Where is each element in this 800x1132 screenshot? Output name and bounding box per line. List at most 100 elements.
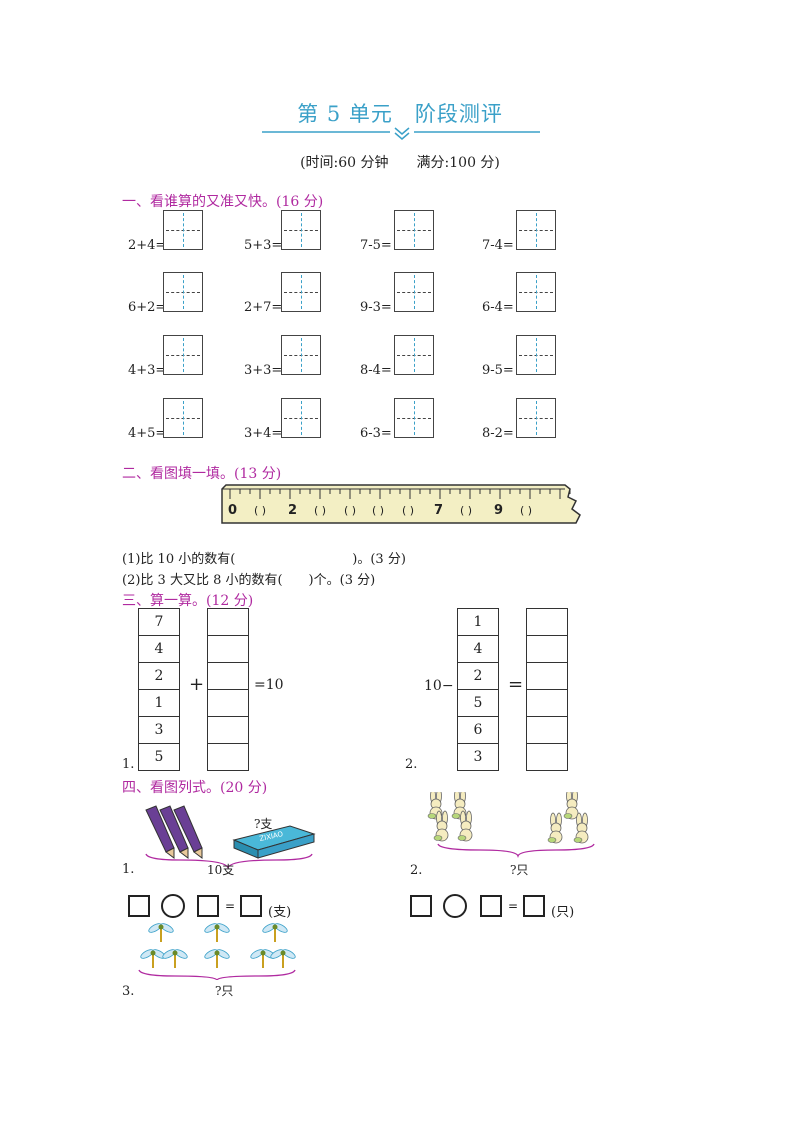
problem-label: 5+3= — [244, 238, 283, 253]
answer-cell[interactable] — [208, 717, 248, 744]
question-label: ?支 — [254, 817, 273, 831]
answer-box[interactable] — [281, 335, 321, 375]
rabbit-icon — [433, 810, 449, 842]
answer-cell[interactable] — [527, 744, 567, 770]
answer-cell[interactable] — [527, 690, 567, 717]
answer-box[interactable] — [281, 398, 321, 438]
column-cell: 4 — [139, 636, 179, 663]
column-cell: 5 — [458, 690, 498, 717]
rabbit-icon — [457, 810, 473, 842]
answer-box[interactable] — [240, 895, 262, 917]
problem-label: 6-3= — [360, 426, 392, 441]
rabbit-icon — [451, 792, 467, 820]
answer-box[interactable] — [516, 272, 556, 312]
answer-box[interactable] — [128, 895, 150, 917]
section-3-heading: 三、算一算。(12 分) — [122, 593, 254, 609]
dragonfly-icon — [148, 923, 174, 942]
pencil-box-icon: ZIXIAO — [232, 825, 316, 859]
answer-cell[interactable] — [527, 609, 567, 636]
operator-circle[interactable] — [161, 894, 185, 918]
answer-cell[interactable] — [527, 663, 567, 690]
problem-label: 2+7= — [244, 300, 283, 315]
question-2-1: (1)比 10 小的数有( )。(3 分) — [122, 552, 406, 567]
answer-box[interactable] — [163, 398, 203, 438]
pencils-picture: ZIXIAO — [145, 805, 316, 869]
problem-label: 3+3= — [244, 363, 283, 378]
problem-label: 9-5= — [482, 363, 514, 378]
problem-label: 4+3= — [128, 363, 167, 378]
problem-number: 1. — [122, 757, 135, 772]
problem-label: 6+2= — [128, 300, 167, 315]
column-cell: 2 — [458, 663, 498, 690]
ruler-label: 2 — [288, 503, 298, 518]
problem-number: 2. — [410, 863, 423, 878]
ruler-image — [221, 484, 581, 524]
value-column: 7 4 2 1 3 5 — [138, 608, 180, 771]
answer-box[interactable] — [394, 335, 434, 375]
column-cell: 3 — [473, 749, 483, 765]
section-2-heading: 二、看图填一填。(13 分) — [122, 466, 282, 482]
problem-label: 3+4= — [244, 426, 283, 441]
answer-box[interactable] — [523, 895, 545, 917]
ruler-label: ( ) — [460, 504, 473, 517]
page-title: 第 5 单元 阶段测评 — [297, 102, 503, 126]
answer-column[interactable] — [526, 608, 568, 771]
problem-label: 4+5= — [128, 426, 167, 441]
answer-box[interactable] — [394, 210, 434, 250]
operator-circle[interactable] — [443, 894, 467, 918]
answer-box[interactable] — [516, 398, 556, 438]
answer-box[interactable] — [410, 895, 432, 917]
problem-label: 7-5= — [360, 238, 392, 253]
dragonfly-icon — [140, 949, 166, 968]
answer-box[interactable] — [394, 272, 434, 312]
column-cell: 3 — [139, 717, 179, 744]
rabbits-picture — [427, 792, 595, 859]
section-1-heading: 一、看谁算的又准又快。(16 分) — [122, 194, 324, 210]
ten-minus: 10− — [424, 678, 454, 694]
equals-sign: = — [225, 899, 236, 913]
dragonfly-icon — [204, 949, 230, 968]
equals-sign: = — [508, 674, 524, 695]
ruler-label: ( ) — [344, 504, 357, 517]
answer-cell[interactable] — [208, 636, 248, 663]
answer-cell[interactable] — [208, 609, 248, 636]
answer-box[interactable] — [197, 895, 219, 917]
dragonfly-icon — [270, 949, 296, 968]
ruler-label: 7 — [434, 503, 444, 518]
column-cell: 1 — [139, 690, 179, 717]
problem-label: 8-2= — [482, 426, 514, 441]
column-cell: 7 — [139, 609, 179, 636]
equals-sign: = — [508, 899, 519, 913]
section-4-heading: 四、看图列式。(20 分) — [122, 780, 268, 796]
answer-box[interactable] — [163, 210, 203, 250]
answer-box[interactable] — [281, 210, 321, 250]
column-cell: 5 — [154, 749, 164, 765]
answer-cell[interactable] — [527, 636, 567, 663]
answer-box[interactable] — [516, 210, 556, 250]
answer-cell[interactable] — [208, 690, 248, 717]
answer-cell[interactable] — [527, 717, 567, 744]
answer-cell[interactable] — [208, 663, 248, 690]
ruler-label: 0 — [228, 503, 238, 518]
answer-box[interactable] — [394, 398, 434, 438]
column-cell: 2 — [139, 663, 179, 690]
plus-sign: + — [189, 674, 205, 695]
rabbit-icon — [573, 812, 589, 844]
answer-column[interactable] — [207, 608, 249, 771]
answer-box[interactable] — [480, 895, 502, 917]
ruler-label: 9 — [494, 503, 504, 518]
answer-box[interactable] — [163, 335, 203, 375]
answer-cell[interactable] — [208, 744, 248, 770]
answer-box[interactable] — [281, 272, 321, 312]
pencil-icon — [159, 805, 189, 859]
dragonfly-icon — [262, 923, 288, 942]
dragonfly-icon — [162, 949, 188, 968]
rabbit-icon — [563, 792, 579, 820]
exam-info: (时间:60 分钟 满分:100 分) — [300, 155, 500, 171]
answer-box[interactable] — [516, 335, 556, 375]
column-cell: 4 — [458, 636, 498, 663]
answer-box[interactable] — [163, 272, 203, 312]
question-2-2: (2)比 3 大又比 8 小的数有( )个。(3 分) — [122, 573, 376, 588]
rabbit-icon — [547, 812, 563, 844]
dragonfly-icon — [250, 949, 276, 968]
